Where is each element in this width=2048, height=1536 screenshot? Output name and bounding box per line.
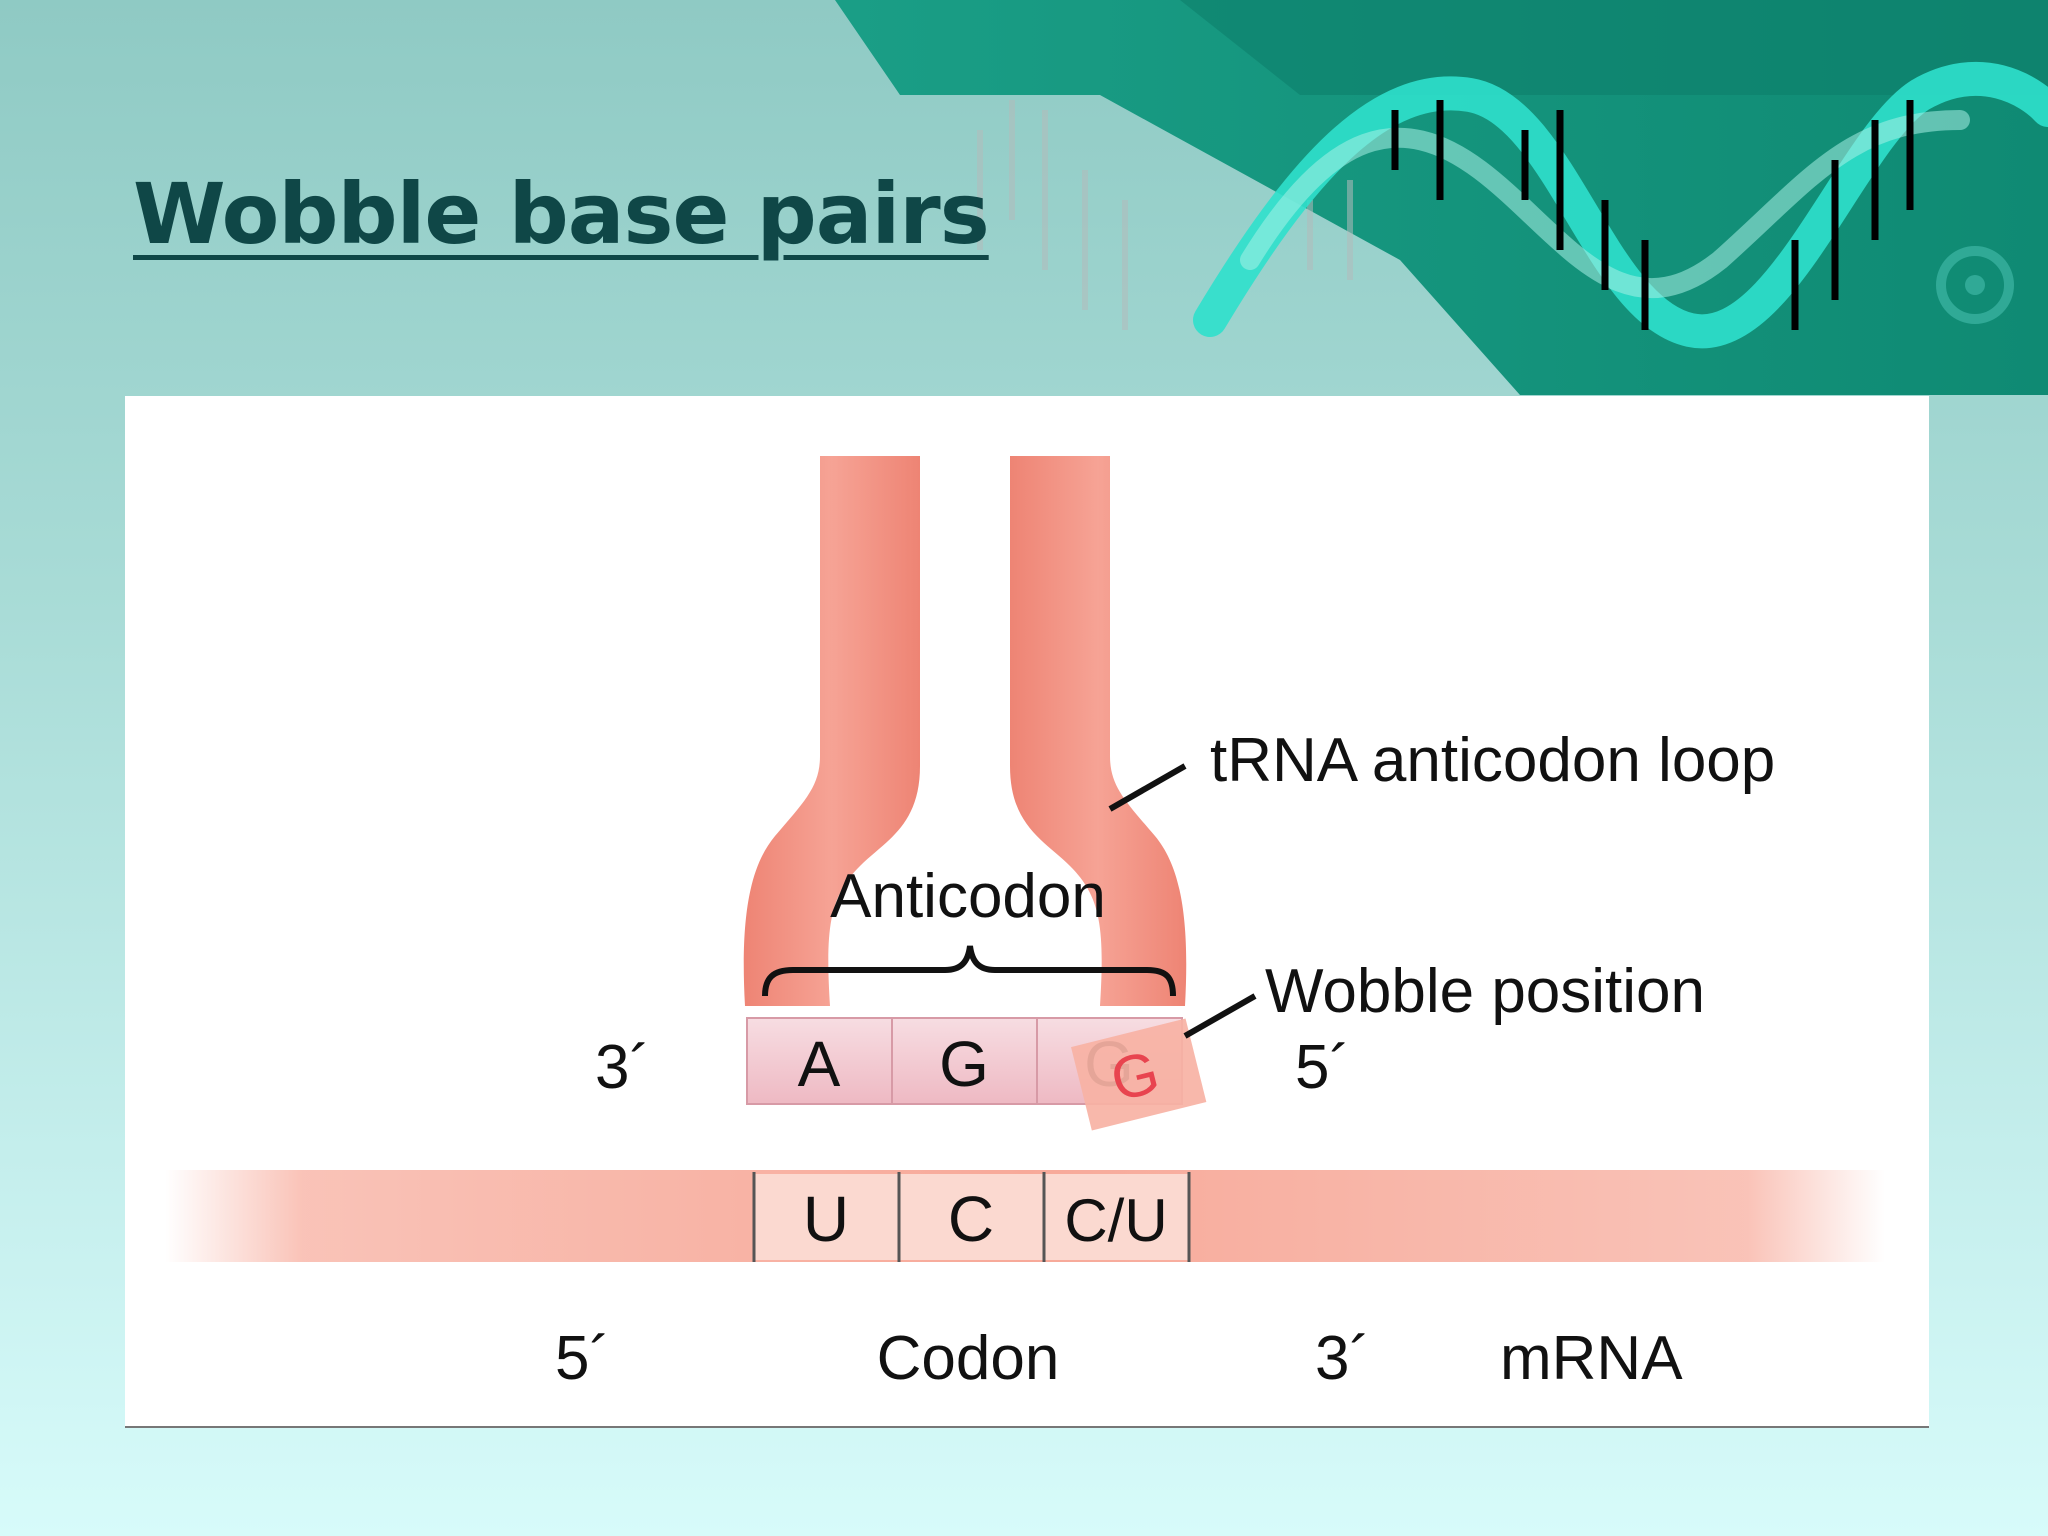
anticodon-base-1: A bbox=[798, 1028, 841, 1100]
faint-helix-lines bbox=[977, 100, 1353, 330]
mrna-3prime-label: 3´ bbox=[1315, 1324, 1370, 1393]
slide-title: Wobble base pairs bbox=[133, 165, 990, 263]
wobble-base: G bbox=[1071, 1018, 1207, 1131]
anticodon-3prime-label: 3´ bbox=[595, 1033, 650, 1102]
wobble-base-box bbox=[1071, 1018, 1207, 1131]
anticodon-5prime-label: 5´ bbox=[1295, 1033, 1350, 1102]
anticodon-box-1 bbox=[746, 1017, 893, 1105]
codon-box-3 bbox=[1044, 1174, 1189, 1260]
codon-box-2 bbox=[899, 1174, 1044, 1260]
codon-label: Codon bbox=[877, 1324, 1060, 1393]
header-banner bbox=[835, 0, 2048, 395]
codon-boxes bbox=[752, 1172, 1191, 1262]
gear-icon bbox=[1936, 246, 2014, 324]
trna-loop-leader-line bbox=[1108, 763, 1187, 812]
helix-rungs bbox=[1391, 100, 1914, 330]
codon-base-1: U bbox=[803, 1183, 849, 1255]
trna-left-arm bbox=[743, 456, 920, 1006]
codon-base-3: C/U bbox=[1064, 1187, 1167, 1254]
header-band-dark bbox=[1180, 0, 2048, 95]
trna-right-arm bbox=[1010, 456, 1187, 1006]
gear-center bbox=[1965, 275, 1985, 295]
anticodon-label: Anticodon bbox=[830, 862, 1106, 931]
codon-base-2: C bbox=[948, 1183, 994, 1255]
codon-box-1 bbox=[754, 1174, 899, 1260]
wobble-diagram: Anticodon A G G G 3´ 5´ bbox=[165, 456, 1885, 1393]
wobble-position-label: Wobble position bbox=[1265, 957, 1705, 1026]
mrna-5prime-label: 5´ bbox=[555, 1324, 610, 1393]
helix-ribbon-back bbox=[1240, 110, 1970, 299]
anticodon-base-2: G bbox=[939, 1028, 989, 1100]
wobble-leader-line bbox=[1183, 993, 1257, 1039]
anticodon-brace bbox=[762, 945, 1176, 997]
mrna-label: mRNA bbox=[1500, 1324, 1683, 1393]
helix-ribbon-front bbox=[1193, 61, 2048, 349]
diagram-panel: Anticodon A G G G 3´ 5´ bbox=[125, 396, 1929, 1428]
trna-loop-label: tRNA anticodon loop bbox=[1210, 726, 1775, 795]
